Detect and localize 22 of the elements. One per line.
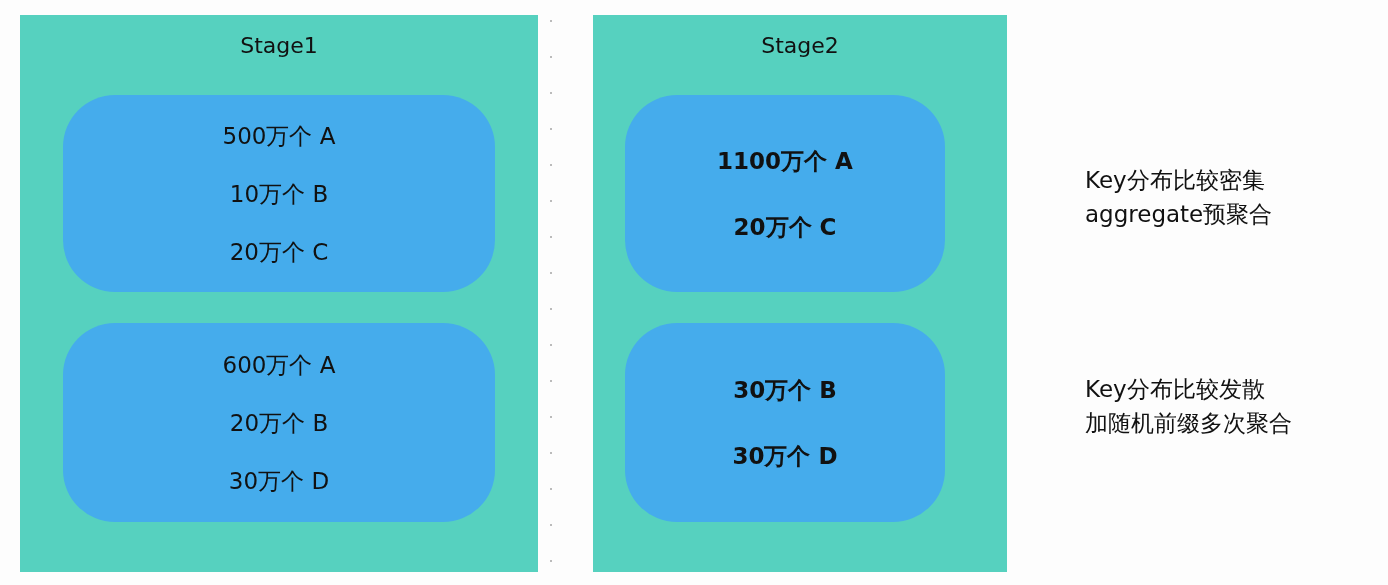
rounded-box (63, 95, 495, 292)
stage-panel (20, 15, 538, 572)
count-text: 30万个 D (732, 441, 838, 471)
stage-panel (593, 15, 1007, 572)
count-text: 30万个 D (228, 466, 330, 496)
count-text: 500万个 A (222, 121, 336, 151)
rounded-box (625, 323, 945, 522)
note-text: Key分布比较密集 (1085, 166, 1265, 195)
note-text: Key分布比较发散 (1085, 375, 1265, 404)
count-text: 20万个 C (229, 237, 329, 267)
count-text: 30万个 B (733, 375, 837, 405)
count-text: 1100万个 A (717, 146, 853, 176)
rounded-box (625, 95, 945, 292)
count-text: 20万个 C (733, 212, 837, 242)
note-text: 加随机前缀多次聚合 (1085, 409, 1292, 438)
note-text: aggregate预聚合 (1085, 200, 1273, 229)
stage-title: Stage2 (760, 33, 840, 58)
stage-title: Stage1 (239, 33, 319, 58)
rounded-box (63, 323, 495, 522)
count-text: 20万个 B (229, 408, 329, 438)
count-text: 10万个 B (229, 179, 329, 209)
count-text: 600万个 A (222, 350, 336, 380)
